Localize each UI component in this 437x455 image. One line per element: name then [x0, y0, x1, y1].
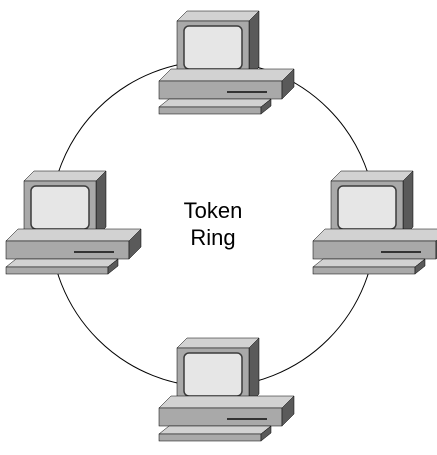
workstation-left[interactable] — [5, 170, 142, 275]
ring-label-line1: Token — [184, 198, 243, 223]
workstation-top[interactable] — [158, 10, 295, 115]
workstation-bottom[interactable] — [158, 337, 295, 442]
ring-label-line2: Ring — [190, 225, 235, 250]
workstation-right[interactable] — [312, 170, 437, 275]
